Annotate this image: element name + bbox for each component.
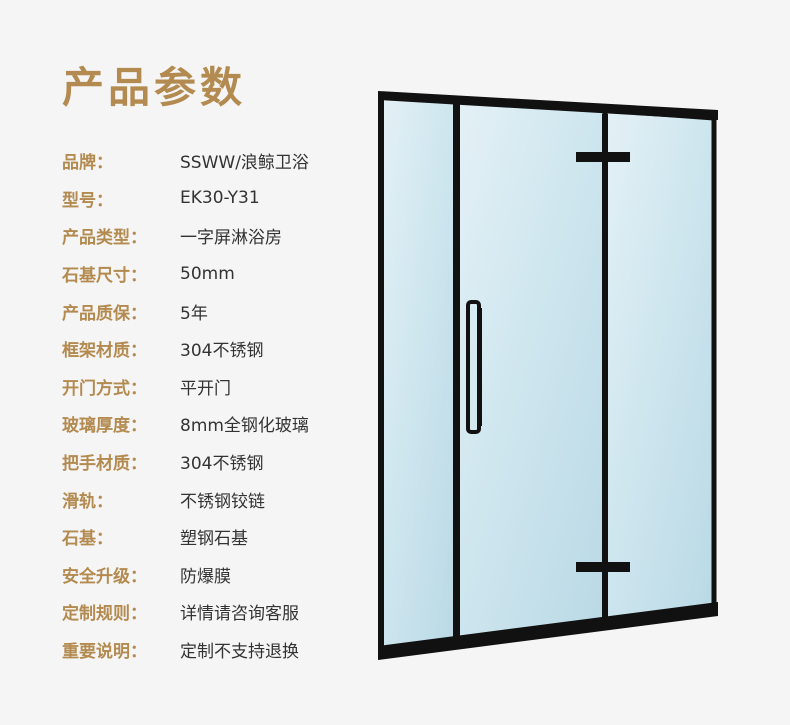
spec-row: 石基： 塑钢石基	[62, 518, 362, 556]
spec-label: 开门方式：	[62, 378, 147, 399]
bottom-base	[378, 602, 718, 660]
spec-row: 重要说明： 定制不支持退换	[62, 631, 362, 669]
spec-label: 重要说明：	[62, 642, 147, 663]
spec-label: 产品类型：	[62, 228, 147, 249]
spec-label: 安全升级：	[62, 566, 147, 587]
spec-label: 石基：	[62, 529, 113, 550]
spec-row: 定制规则： 详情请咨询客服	[62, 593, 362, 631]
spec-row: 框架材质： 304不锈钢	[62, 330, 362, 368]
spec-label: 框架材质：	[62, 341, 147, 362]
spec-value: 5年	[180, 303, 208, 324]
spec-value: 定制不支持退换	[180, 642, 299, 663]
shower-enclosure-illustration	[378, 91, 718, 660]
spec-row: 品牌： SSWW/浪鲸卫浴	[62, 142, 362, 180]
spec-row: 安全升级： 防爆膜	[62, 556, 362, 594]
spec-label: 把手材质：	[62, 454, 147, 475]
spec-row: 滑轨： 不锈钢铰链	[62, 480, 362, 518]
spec-value: 8mm全钢化玻璃	[180, 416, 309, 437]
spec-row: 石基尺寸： 50mm	[62, 255, 362, 293]
spec-row: 型号： EK30-Y31	[62, 180, 362, 218]
spec-value: 防爆膜	[180, 566, 231, 587]
spec-label: 产品质保：	[62, 303, 147, 324]
folding-glass-panel	[602, 107, 717, 625]
spec-value: 塑钢石基	[180, 529, 248, 550]
product-image	[372, 86, 724, 670]
spec-value: 详情请咨询客服	[180, 604, 299, 625]
spec-row: 开门方式： 平开门	[62, 368, 362, 406]
spec-row: 玻璃厚度： 8mm全钢化玻璃	[62, 405, 362, 443]
spec-value: 不锈钢铰链	[180, 491, 265, 512]
spec-value: SSWW/浪鲸卫浴	[180, 153, 309, 174]
spec-value: EK30-Y31	[180, 188, 260, 209]
spec-value: 304不锈钢	[180, 454, 264, 475]
hinge-post	[602, 114, 608, 620]
spec-value: 一字屏淋浴房	[180, 228, 282, 249]
spec-label: 定制规则：	[62, 604, 147, 625]
spec-value: 平开门	[180, 378, 231, 399]
spec-label: 型号：	[62, 190, 113, 211]
spec-row: 产品类型： 一字屏淋浴房	[62, 217, 362, 255]
spec-row: 产品质保： 5年	[62, 292, 362, 330]
spec-label: 品牌：	[62, 153, 113, 174]
door-handle-bar	[477, 308, 482, 426]
spec-value: 304不锈钢	[180, 341, 264, 362]
spec-row: 把手材质： 304不锈钢	[62, 443, 362, 481]
spec-label: 玻璃厚度：	[62, 416, 147, 437]
page-title: 产品参数	[62, 63, 247, 112]
spec-list: 品牌： SSWW/浪鲸卫浴 型号： EK30-Y31 产品类型： 一字屏淋浴房 石基尺…	[62, 142, 362, 668]
fixed-glass-panel	[378, 91, 459, 656]
spec-label: 滑轨：	[62, 491, 113, 512]
spec-label: 石基尺寸：	[62, 266, 147, 287]
top-rail	[378, 91, 718, 120]
spec-value: 50mm	[180, 263, 235, 284]
